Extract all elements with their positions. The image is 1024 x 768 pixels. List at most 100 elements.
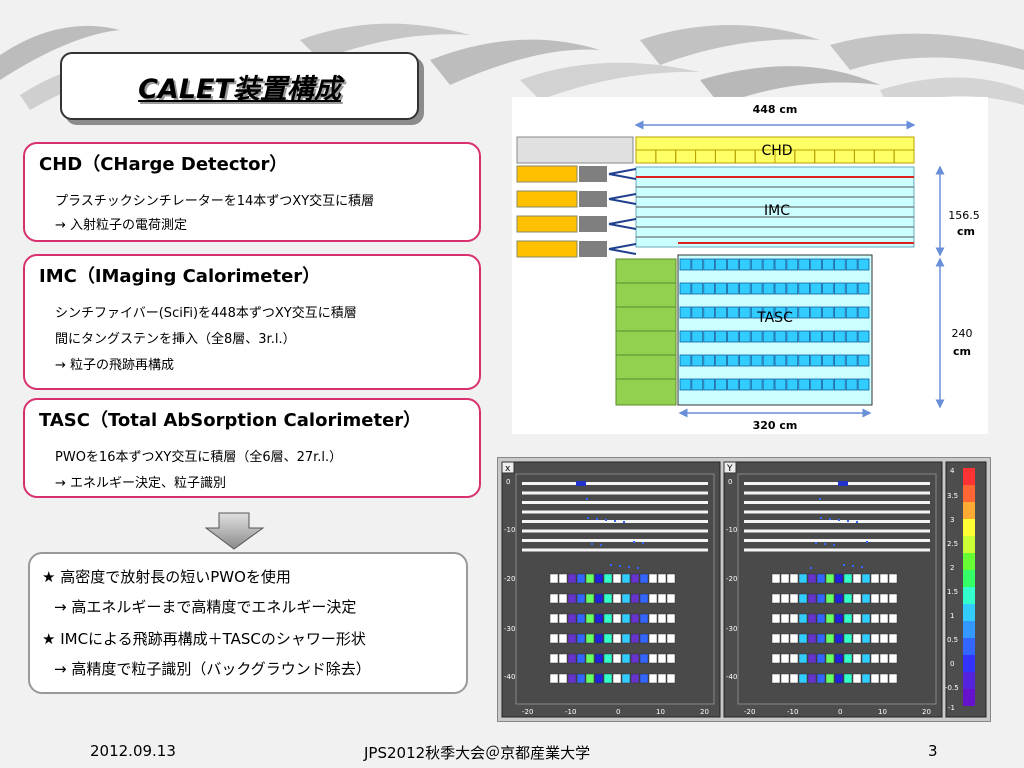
tasc-hit-cell [576, 613, 586, 624]
tasc-hit-cell [843, 593, 853, 604]
track-hit [856, 521, 858, 523]
tasc-cell [738, 258, 751, 271]
tasc-hit-cell [594, 633, 604, 644]
tasc-hit-cell [816, 573, 826, 584]
x-panel-ytick-0: 0 [506, 478, 510, 486]
tasc-hit-cell [666, 593, 676, 604]
chd-line-1: プラスチックシンチレーターを14本ずつXY交互に積層 [55, 194, 375, 209]
tasc-hit-cell [879, 633, 889, 644]
tasc-hit-cell [861, 573, 871, 584]
x-panel-ytick-3: -30 [504, 625, 515, 633]
panel-x-label: x [505, 464, 511, 474]
title-box: CALET装置構成 [60, 52, 419, 120]
scale-tick-5: 1.5 [947, 588, 958, 596]
tasc-hit-cell [603, 613, 613, 624]
tasc-cell [679, 378, 692, 391]
x-panel-xtick-3: 10 [656, 708, 665, 716]
tasc-cell [727, 330, 739, 343]
track-hit [843, 564, 845, 566]
tasc-hit-cell [621, 613, 631, 624]
tasc-cell [750, 330, 763, 343]
tasc-hit-cell [603, 573, 613, 584]
tasc-hit-cell [834, 573, 844, 584]
tasc-cell [750, 306, 763, 319]
track-hit [824, 543, 826, 545]
tasc-hit-cell [798, 633, 808, 644]
tasc-cell [691, 378, 704, 391]
footer-event: JPS2012秋季大会＠京都産業大学 [364, 744, 591, 762]
tasc-cell [703, 306, 716, 319]
tasc-hit-cell [558, 613, 568, 624]
tasc-cell [798, 258, 811, 271]
tasc-cell [762, 378, 775, 391]
tasc-hit-cell [621, 593, 631, 604]
tasc-hit-cell [603, 633, 613, 644]
track-hit [614, 520, 616, 522]
imc-layer [744, 510, 930, 514]
imc-layer [522, 510, 708, 514]
tasc-hit-cell [567, 593, 577, 604]
tasc-line-2: → エネルギー決定、粒子識別 [55, 476, 227, 491]
track-hit [847, 520, 849, 522]
scale-swatch [963, 519, 975, 536]
tasc-hit-cell [852, 573, 862, 584]
tasc-cell [786, 306, 799, 319]
tasc-cell [786, 258, 799, 271]
tasc-hit-cell [798, 593, 808, 604]
tasc-cell [738, 354, 751, 367]
track-hit [833, 544, 835, 546]
y-panel-ytick-2: -20 [726, 575, 737, 583]
x-panel-ytick-1: -10 [504, 526, 515, 534]
summary-line-2: → 高エネルギーまで高精度でエネルギー決定 [54, 598, 357, 616]
imc-layer [744, 491, 930, 495]
tasc-hit-cell [798, 613, 808, 624]
tasc-cell [857, 306, 870, 319]
tasc-cell [679, 258, 692, 271]
track-hit [587, 517, 589, 519]
tasc-hit-cell [648, 673, 658, 684]
tasc-cell [845, 282, 858, 295]
tasc-cell [822, 306, 834, 319]
tasc-hit-cell [666, 613, 676, 624]
tasc-hit-cell [780, 673, 790, 684]
tasc-hit-cell [549, 613, 559, 624]
tasc-hit-cell [834, 653, 844, 664]
tasc-cell [691, 354, 704, 367]
tasc-hit-cell [861, 673, 871, 684]
tasc-cell [857, 258, 870, 271]
track-hit [861, 566, 863, 568]
tasc-hit-cell [879, 653, 889, 664]
scale-tick-10: -1 [948, 704, 955, 712]
tasc-hit-cell [771, 573, 781, 584]
tasc-hit-cell [852, 673, 862, 684]
tasc-cell [691, 258, 704, 271]
chd-heading: CHD（CHarge Detector） [39, 154, 288, 175]
imc-layer [522, 482, 708, 485]
track-hit [619, 565, 621, 567]
tasc-hit-cell [771, 593, 781, 604]
tasc-hit-cell [888, 633, 898, 644]
slide-title: CALET装置構成 [138, 73, 341, 105]
background-swoosh [0, 23, 1024, 110]
imc-layer [744, 482, 930, 485]
tasc-hit-cell [639, 573, 649, 584]
tasc-hit-cell [789, 673, 799, 684]
tasc-hit-cell [630, 573, 640, 584]
tasc-cell [833, 258, 846, 271]
tasc-hit-cell [798, 673, 808, 684]
tasc-hit-cell [585, 613, 595, 624]
tasc-hit-cell [825, 593, 835, 604]
track-hit [600, 544, 602, 546]
tasc-cell [810, 330, 822, 343]
tasc-hit-cell [567, 653, 577, 664]
tasc-hit-cell [789, 653, 799, 664]
tasc-hit-cell [612, 613, 622, 624]
track-hit [605, 519, 607, 521]
tasc-hit-cell [852, 633, 862, 644]
tasc-hit-cell [789, 613, 799, 624]
tasc-cell [774, 258, 787, 271]
tasc-hit-cell [567, 613, 577, 624]
tasc-hit-cell [666, 633, 676, 644]
tasc-hit-cell [825, 673, 835, 684]
tasc-cell [786, 378, 799, 391]
